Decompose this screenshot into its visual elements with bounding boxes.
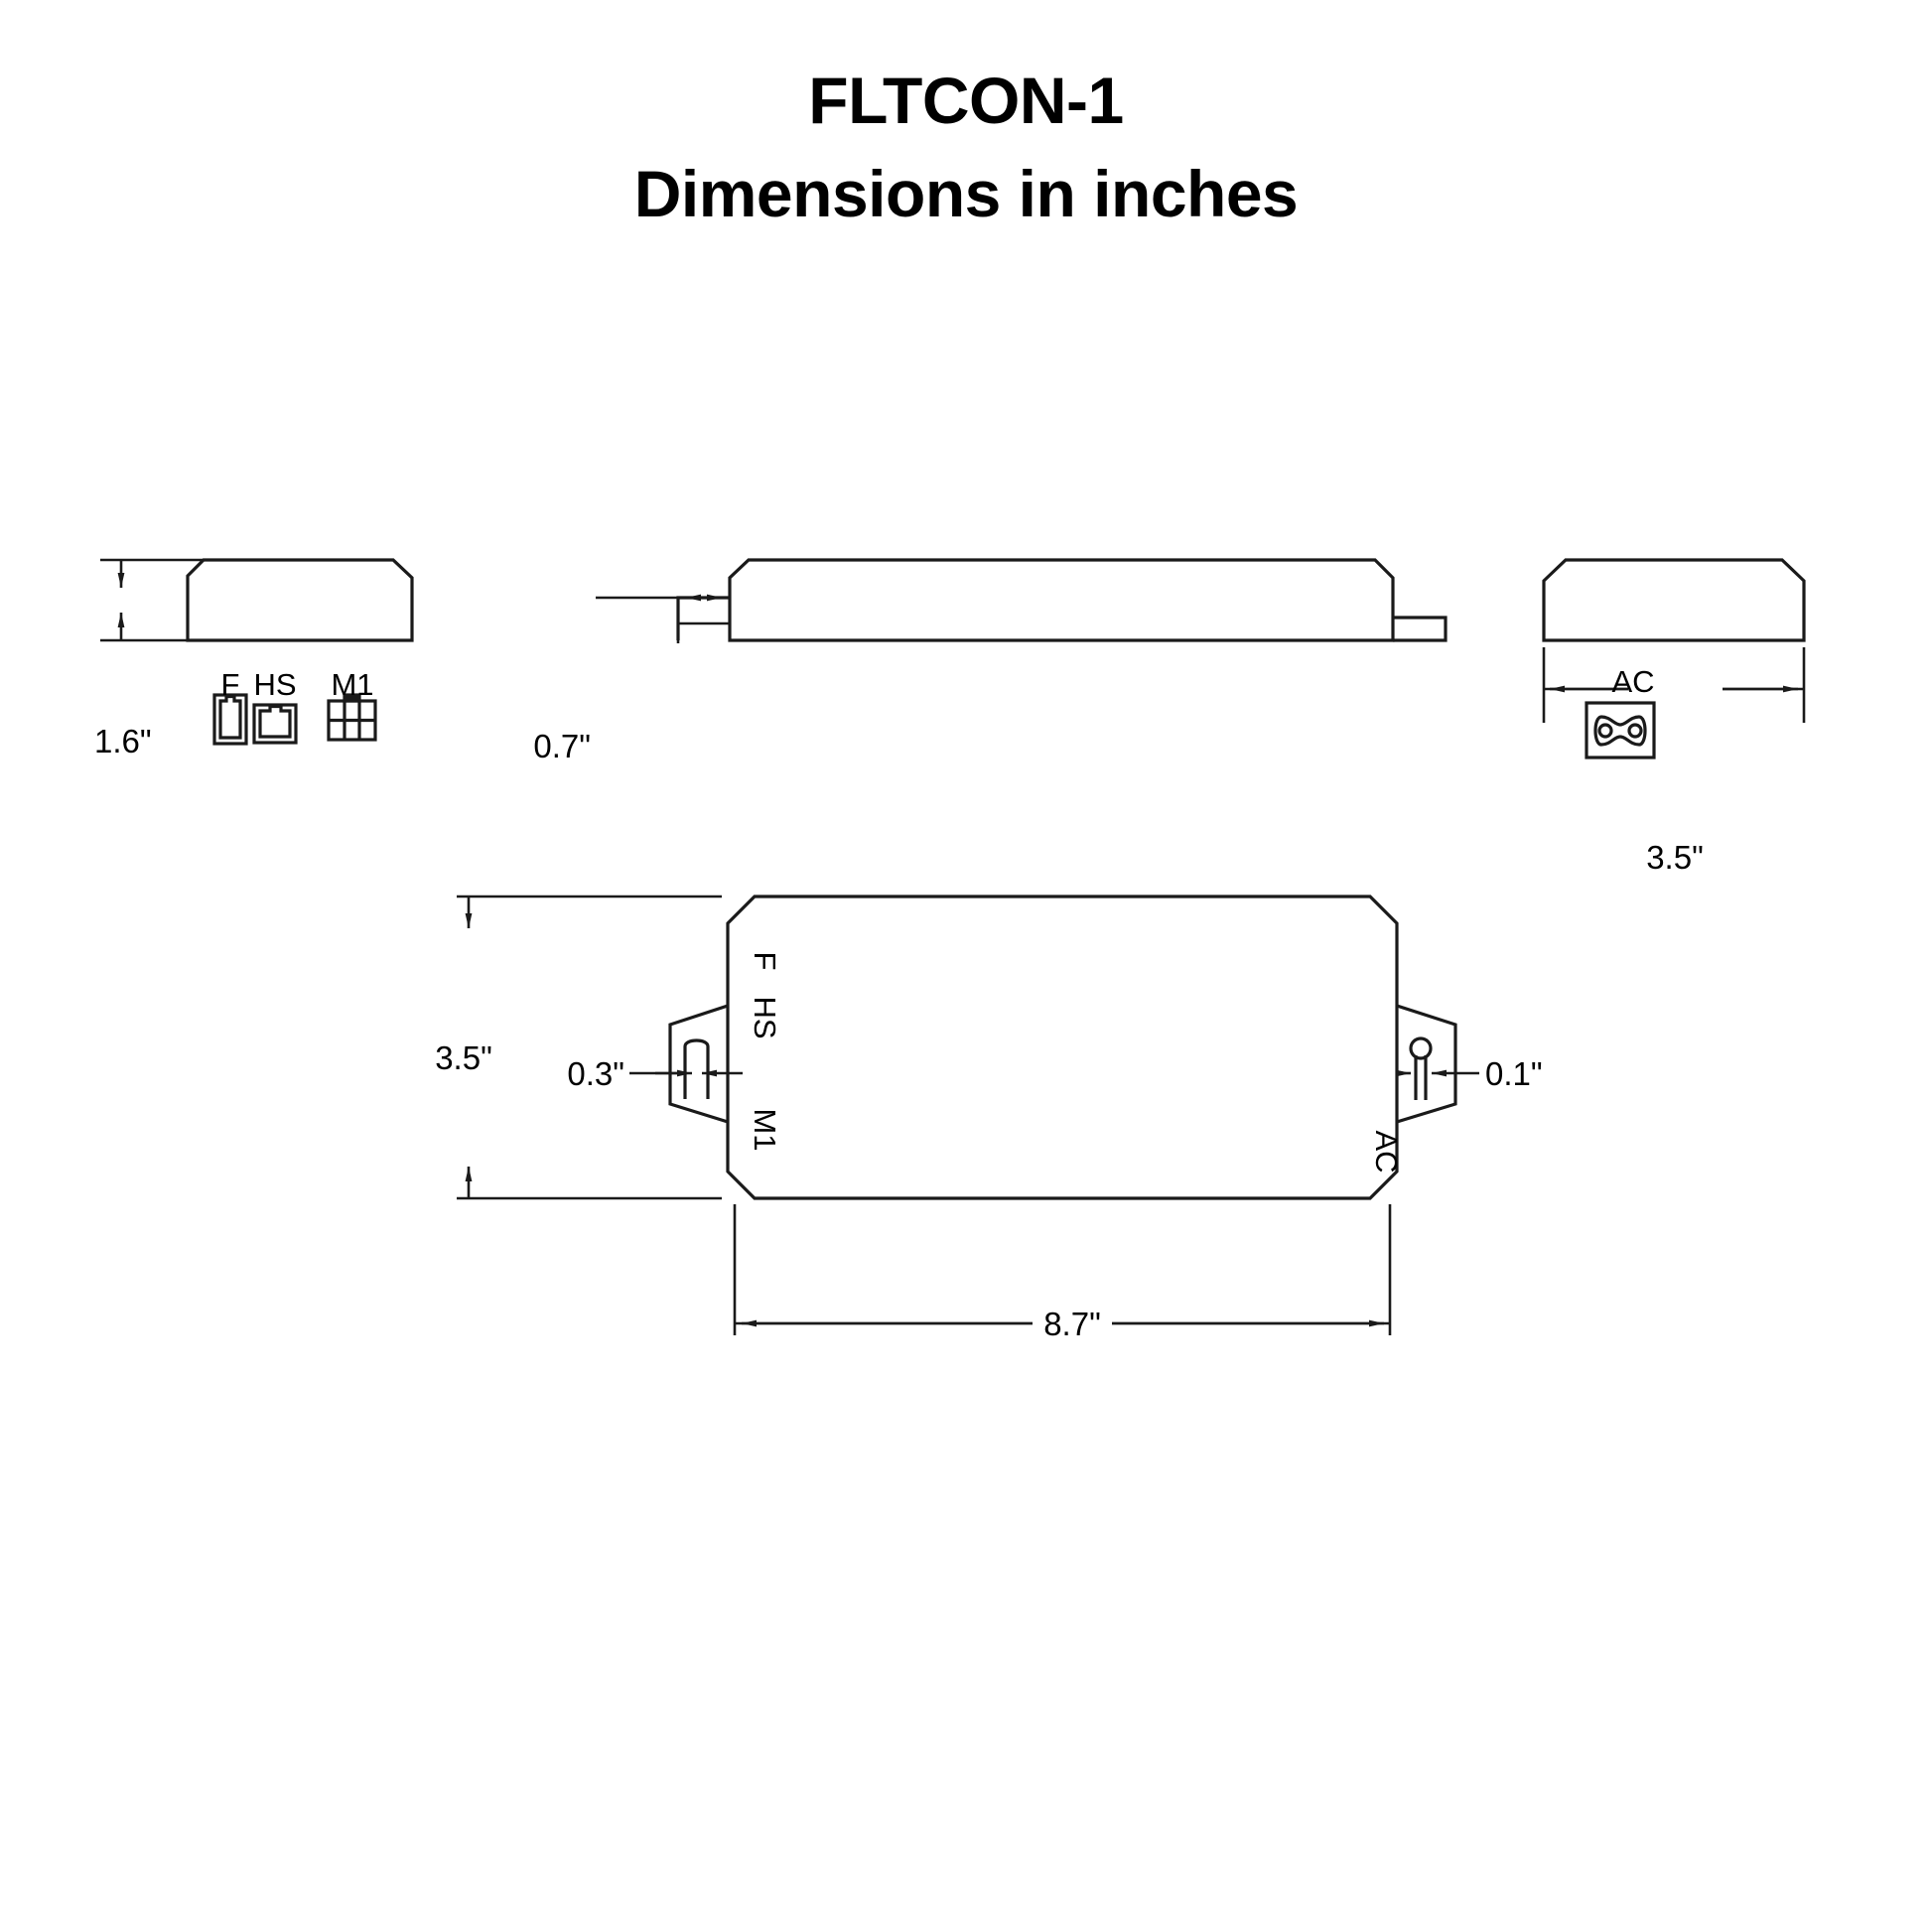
dim-label-end-width: 3.5" <box>1646 839 1704 876</box>
plan-right-tab <box>1396 1004 1457 1124</box>
plan-label-ac: AC <box>1369 1130 1404 1173</box>
annotation-text-layer: 1.6" F HS M1 0.7" AC 3.5" 3.5" 0.3" 0.1"… <box>94 664 1704 1342</box>
plan-left-tab-slot <box>683 1038 710 1099</box>
dimension-end-width <box>1542 647 1806 723</box>
plan-left-tab <box>668 1004 729 1124</box>
label-connector-f: F <box>221 667 240 702</box>
connector-hs-body <box>252 703 298 745</box>
right-end-outline <box>1542 558 1806 642</box>
dim-label-end-height: 1.6" <box>94 723 152 759</box>
connector-f-body <box>212 693 248 746</box>
dimension-side-flange <box>596 594 723 643</box>
dimension-plan-width <box>457 895 722 1200</box>
view-side <box>596 558 1448 643</box>
side-outline <box>728 558 1395 642</box>
label-connector-ac: AC <box>1611 664 1654 699</box>
view-plan <box>457 895 1479 1335</box>
connector-ac-body <box>1585 701 1656 759</box>
plan-label-m1: M1 <box>748 1108 782 1151</box>
dim-label-plan-right-tab: 0.1" <box>1485 1055 1543 1092</box>
side-left-flange <box>676 596 730 640</box>
plan-label-hs: HS <box>748 996 782 1038</box>
view-right-end <box>1542 558 1806 759</box>
dimension-end-height <box>100 558 213 642</box>
side-right-flange <box>1393 616 1448 642</box>
plan-outline <box>726 895 1399 1200</box>
left-end-outline <box>186 558 414 642</box>
connector-m1-body <box>327 693 377 742</box>
plan-label-f: F <box>748 952 782 971</box>
view-left-end <box>100 558 414 746</box>
dim-label-plan-width: 3.5" <box>435 1039 492 1076</box>
dim-label-plan-left-tab: 0.3" <box>567 1055 624 1092</box>
dimension-plan-length <box>733 1204 1392 1335</box>
plan-right-tab-slot <box>1414 1055 1428 1100</box>
dim-label-side-flange: 0.7" <box>533 728 591 764</box>
dim-label-plan-length: 8.7" <box>1043 1306 1101 1342</box>
label-connector-hs: HS <box>253 667 296 702</box>
plan-right-tab-hole <box>1409 1036 1433 1060</box>
label-connector-m1: M1 <box>331 667 373 702</box>
